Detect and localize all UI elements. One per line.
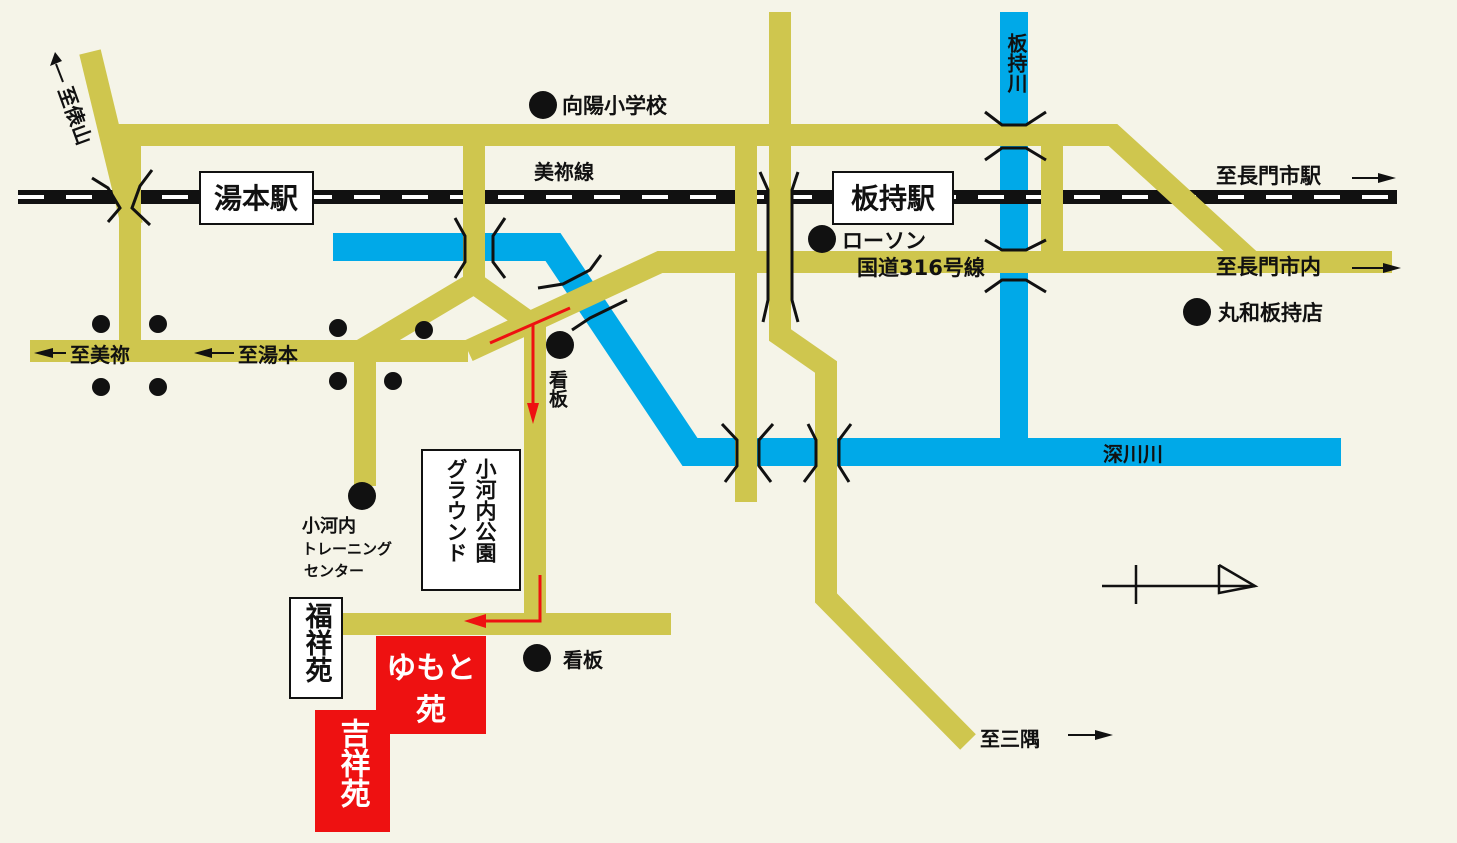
sign2-label: 看板 [563, 648, 604, 672]
svg-text:小河内公園: 小河内公園 [473, 458, 497, 563]
road-diagonal-west [354, 269, 547, 361]
svg-text:センター: センター [304, 562, 364, 580]
railway-name: 美祢線 [534, 160, 594, 184]
sign1-marker [546, 331, 574, 359]
fukushoen-box: 福祥苑 [289, 597, 343, 699]
north-indicator [1102, 563, 1259, 604]
route316-label: 国道316号線 [857, 256, 985, 280]
itamochi-station: 板持駅 [832, 171, 954, 225]
training-marker [348, 482, 376, 510]
dir-nagato-city: 至長門市内 [1216, 255, 1321, 279]
svg-text:グラウンド: グラウンド [444, 458, 468, 563]
maruwa-marker [1183, 298, 1211, 326]
kisshoen-facility: 吉祥苑 [315, 710, 390, 832]
svg-text:ゆもと: ゆもと [386, 651, 475, 686]
dir-nagato-station: 至長門市駅 [1216, 164, 1322, 188]
intersection-dots [92, 315, 433, 396]
svg-text:苑: 苑 [416, 693, 446, 728]
landmark-dots [348, 91, 1211, 672]
svg-text:湯本駅: 湯本駅 [214, 182, 298, 215]
roads [30, 12, 1392, 750]
rivers [333, 12, 1341, 466]
yumoto-station: 湯本駅 [199, 171, 314, 225]
park-box: 小河内公園 グラウンド [421, 449, 521, 591]
yumotoen-facility: ゆもと 苑 [376, 636, 486, 734]
maruwa-label: 丸和板持店 [1217, 301, 1323, 325]
svg-text:小河内: 小河内 [302, 515, 356, 537]
lawson-marker [808, 225, 836, 253]
svg-text:吉祥苑: 吉祥苑 [335, 718, 371, 809]
dir-misumi: 至三隅 [980, 727, 1040, 751]
lawson-label: ローソン [842, 229, 926, 253]
training-center-label: 小河内 トレーニング センター [302, 515, 392, 580]
school-marker [529, 91, 557, 119]
road-north [108, 124, 1260, 271]
route-arrows [464, 306, 571, 628]
bridges [91, 110, 1047, 483]
dir-yumoto: 至湯本 [238, 343, 298, 367]
road-misumi [769, 12, 976, 750]
fukawa-river-label: 深川川 [1103, 442, 1163, 466]
school-label: 向陽小学校 [562, 94, 668, 118]
dir-mine: 至美祢 [70, 343, 130, 367]
svg-text:トレーニング: トレーニング [302, 540, 392, 558]
svg-text:福祥苑: 福祥苑 [301, 602, 334, 684]
itamochi-river-label: 板持川 [1004, 32, 1028, 94]
direction-arrows [34, 52, 1401, 740]
sign1-label: 看板 [546, 370, 569, 409]
sign2-marker [523, 644, 551, 672]
svg-text:板持駅: 板持駅 [851, 182, 935, 215]
